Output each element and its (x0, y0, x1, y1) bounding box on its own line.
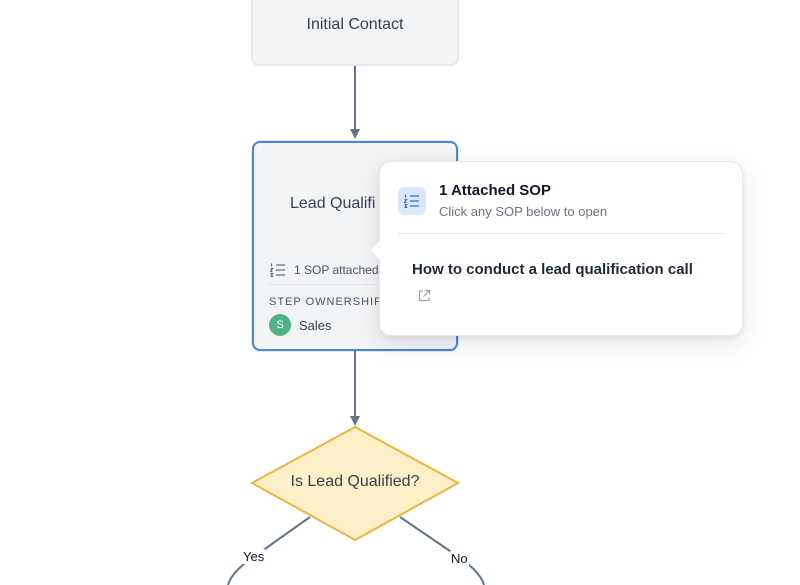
edge-label-no: No (450, 551, 469, 566)
step-ownership-title: STEP OWNERSHIP (269, 296, 383, 308)
popover-divider (398, 233, 724, 234)
external-link-icon[interactable] (418, 289, 431, 307)
decision-diamond[interactable] (249, 425, 461, 542)
owner-name: Sales (299, 317, 332, 333)
numbered-list-icon (270, 263, 286, 277)
sop-attached-indicator[interactable]: 1 SOP attached (270, 263, 379, 277)
node-label: Initial Contact (306, 16, 404, 33)
node-divider (268, 284, 442, 285)
sop-popover: 1 Attached SOP Click any SOP below to op… (368, 161, 743, 336)
popover-subtitle: Click any SOP below to open (439, 204, 608, 219)
decision-label: Is Lead Qualified? (290, 473, 420, 490)
edge-label-yes: Yes (242, 549, 266, 564)
node-label: Lead Qualifi (290, 195, 376, 212)
edge-no (399, 516, 485, 585)
owner-avatar: S (269, 314, 291, 336)
numbered-list-icon (398, 187, 426, 215)
sop-count-label: 1 SOP attached (294, 263, 379, 277)
sop-link[interactable]: How to conduct a lead qualification call (412, 261, 693, 302)
step-owner: S Sales (269, 314, 332, 336)
edge-yes (227, 516, 311, 585)
sop-link-title: How to conduct a lead qualification call (412, 261, 693, 278)
popover-title: 1 Attached SOP (439, 182, 551, 199)
node-initial-contact[interactable]: Initial Contact (251, 0, 459, 66)
